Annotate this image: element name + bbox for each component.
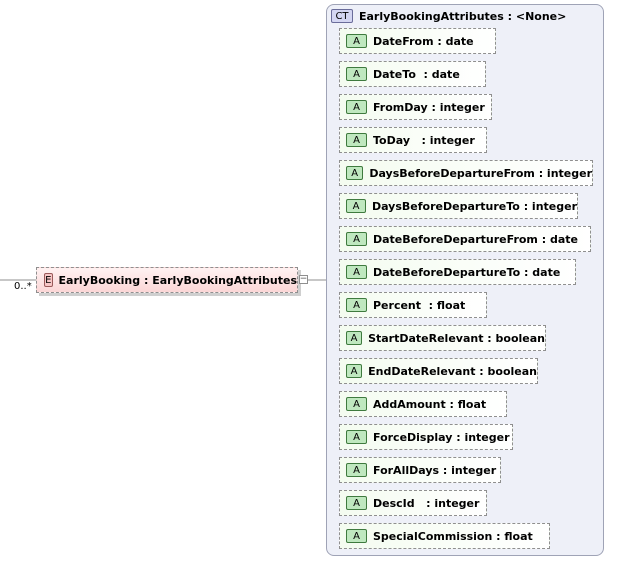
attribute-row[interactable]: A DaysBeforeDepartureFrom : integer <box>339 160 593 186</box>
attribute-label: AddAmount : float <box>373 397 487 411</box>
attribute-label: DaysBeforeDepartureTo : integer <box>371 199 577 213</box>
attribute-label: FromDay : integer <box>373 100 485 114</box>
attribute-badge: A <box>346 529 367 543</box>
attribute-badge: A <box>346 232 367 246</box>
multiplicity-label: 0..* <box>14 281 32 292</box>
attribute-badge: A <box>346 265 367 279</box>
element-badge: E <box>44 273 53 287</box>
attribute-label: ForAllDays : integer <box>373 463 497 477</box>
attribute-row[interactable]: A DateBeforeDepartureFrom : date <box>339 226 591 252</box>
attribute-label: ToDay : integer <box>373 133 475 147</box>
attribute-badge: A <box>346 199 366 213</box>
attribute-badge: A <box>346 430 367 444</box>
complex-type-label: EarlyBookingAttributes : <None> <box>359 9 567 23</box>
attribute-label: SpecialCommission : float <box>373 529 533 543</box>
attribute-label: StartDateRelevant : boolean <box>368 331 545 345</box>
attribute-badge: A <box>346 166 364 180</box>
attribute-row[interactable]: A AddAmount : float <box>339 391 507 417</box>
attribute-label: DateBeforeDepartureTo : date <box>373 265 561 279</box>
attribute-label: ForceDisplay : integer <box>373 430 510 444</box>
attribute-label: DateFrom : date <box>373 34 474 48</box>
attribute-label: DateTo : date <box>373 67 460 81</box>
attribute-row[interactable]: A DateFrom : date <box>339 28 496 54</box>
attribute-row[interactable]: A DescId : integer <box>339 490 487 516</box>
attribute-label: EndDateRelevant : boolean <box>368 364 537 378</box>
attribute-badge: A <box>346 298 367 312</box>
attribute-row[interactable]: A DateBeforeDepartureTo : date <box>339 259 576 285</box>
attribute-badge: A <box>346 34 367 48</box>
collapse-toggle-icon[interactable]: − <box>299 274 308 284</box>
element-label: EarlyBooking : EarlyBookingAttributes <box>58 273 297 287</box>
attribute-label: DaysBeforeDepartureFrom : integer <box>369 166 592 180</box>
attribute-row[interactable]: A EndDateRelevant : boolean <box>339 358 538 384</box>
attribute-label: Percent : float <box>373 298 466 312</box>
attribute-badge: A <box>346 463 367 477</box>
attribute-row[interactable]: A Percent : float <box>339 292 487 318</box>
attribute-row[interactable]: A SpecialCommission : float <box>339 523 550 549</box>
attribute-row[interactable]: A FromDay : integer <box>339 94 492 120</box>
attribute-badge: A <box>346 364 363 378</box>
complex-type-header[interactable]: CT EarlyBookingAttributes : <None> <box>331 8 566 24</box>
attribute-badge: A <box>346 496 367 510</box>
attribute-badge: A <box>346 331 363 345</box>
attribute-label: DateBeforeDepartureFrom : date <box>373 232 578 246</box>
attribute-badge: A <box>346 100 367 114</box>
attribute-row[interactable]: A ForceDisplay : integer <box>339 424 513 450</box>
attribute-badge: A <box>346 67 367 81</box>
attribute-row[interactable]: A StartDateRelevant : boolean <box>339 325 546 351</box>
attribute-row[interactable]: A DaysBeforeDepartureTo : integer <box>339 193 578 219</box>
attribute-row[interactable]: A ForAllDays : integer <box>339 457 501 483</box>
complex-type-badge: CT <box>331 9 353 23</box>
attribute-row[interactable]: A DateTo : date <box>339 61 486 87</box>
attribute-row[interactable]: A ToDay : integer <box>339 127 487 153</box>
attribute-badge: A <box>346 397 367 411</box>
attribute-label: DescId : integer <box>373 496 480 510</box>
element-early-booking[interactable]: E EarlyBooking : EarlyBookingAttributes <box>36 267 298 293</box>
attribute-badge: A <box>346 133 367 147</box>
